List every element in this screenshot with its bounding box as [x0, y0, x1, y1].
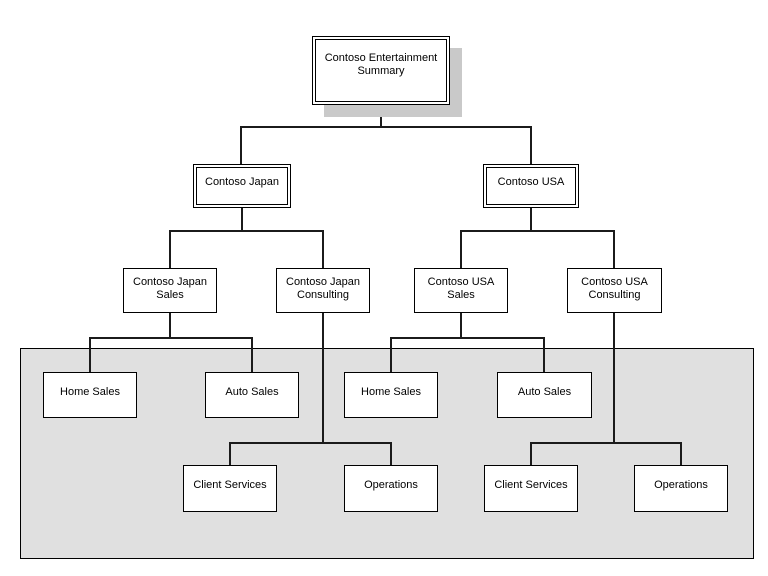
org-node-usa-auto-sales: Auto Sales — [497, 372, 592, 418]
org-node-japan-operations: Operations — [344, 465, 438, 512]
org-node-label: Home Sales — [60, 386, 120, 398]
org-node-label: Client Services — [193, 479, 267, 491]
org-node-label: Auto Sales — [517, 386, 572, 398]
connector-line — [530, 207, 532, 232]
connector-line — [530, 126, 532, 165]
connector-line — [390, 442, 392, 466]
org-node-label: Contoso Japan Sales — [133, 276, 207, 301]
org-node-label: Operations — [364, 479, 418, 491]
connector-line — [240, 126, 532, 128]
org-node-contoso-japan-sales: Contoso Japan Sales — [123, 268, 217, 313]
org-node-label: Home Sales — [361, 386, 421, 398]
connector-line — [322, 312, 324, 444]
connector-line — [613, 312, 615, 444]
org-node-japan-home-sales: Home Sales — [43, 372, 137, 418]
connector-line — [240, 126, 242, 165]
connector-line — [530, 442, 532, 466]
connector-line — [251, 337, 253, 373]
org-node-contoso-entertainment-summary: Contoso Entertainment Summary — [312, 36, 450, 105]
org-node-label: Contoso Japan — [205, 176, 279, 188]
connector-line — [169, 230, 324, 232]
org-node-label: Contoso Entertainment Summary — [324, 52, 438, 77]
connector-line — [380, 104, 382, 128]
connector-line — [229, 442, 231, 466]
org-node-contoso-usa: Contoso USA — [483, 164, 579, 208]
org-node-contoso-usa-consulting: Contoso USA Consulting — [567, 268, 662, 313]
connector-line — [241, 207, 243, 232]
org-node-usa-client-services: Client Services — [484, 465, 578, 512]
connector-line — [543, 337, 545, 373]
org-node-label: Contoso USA Consulting — [581, 276, 648, 301]
org-node-label: Contoso Japan Consulting — [286, 276, 360, 301]
connector-line — [89, 337, 253, 339]
connector-line — [322, 230, 324, 269]
connector-line — [169, 312, 171, 339]
org-node-label: Auto Sales — [225, 386, 279, 398]
connector-line — [460, 230, 615, 232]
connector-line — [169, 230, 171, 269]
org-node-japan-auto-sales: Auto Sales — [205, 372, 299, 418]
org-node-contoso-japan-consulting: Contoso Japan Consulting — [276, 268, 370, 313]
connector-line — [229, 442, 392, 444]
connector-line — [613, 230, 615, 269]
org-node-label: Operations — [654, 479, 708, 491]
connector-line — [390, 337, 545, 339]
org-node-label: Contoso USA — [497, 176, 565, 188]
connector-line — [530, 442, 682, 444]
org-node-usa-operations: Operations — [634, 465, 728, 512]
connector-line — [460, 312, 462, 339]
org-node-contoso-japan: Contoso Japan — [193, 164, 291, 208]
org-node-japan-client-services: Client Services — [183, 465, 277, 512]
connector-line — [680, 442, 682, 466]
org-node-label: Client Services — [494, 479, 568, 491]
connector-line — [460, 230, 462, 269]
org-node-label: Contoso USA Sales — [427, 276, 495, 301]
connector-line — [390, 337, 392, 373]
connector-line — [89, 337, 91, 373]
org-node-usa-home-sales: Home Sales — [344, 372, 438, 418]
org-node-contoso-usa-sales: Contoso USA Sales — [414, 268, 508, 313]
